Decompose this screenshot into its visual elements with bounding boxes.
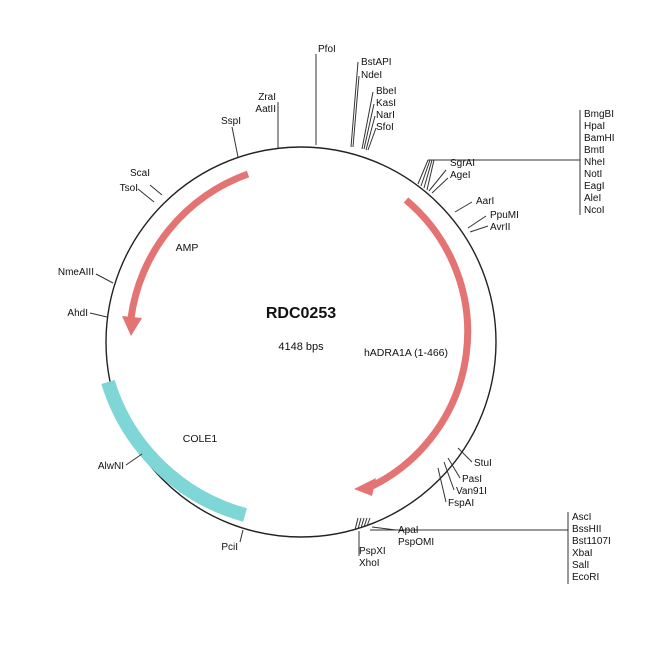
site-van91i[interactable]: Van91I	[456, 486, 487, 497]
feature-hadra1a-arrow[interactable]	[366, 197, 472, 492]
site-bmgbi[interactable]: BmgBI	[584, 109, 614, 120]
site-tick-group-bottom-4	[363, 517, 368, 528]
site-tick-fspai	[437, 467, 447, 503]
site-tick-agei	[431, 177, 449, 194]
site-tick-group-top-3	[423, 159, 433, 189]
site-bstapi[interactable]: BstAPI	[361, 57, 392, 68]
site-scai[interactable]: ScaI	[130, 168, 150, 179]
site-apai[interactable]: ApaI	[398, 525, 419, 536]
feature-cole1-block[interactable]	[101, 379, 247, 522]
site-bamhi[interactable]: BamHI	[584, 133, 615, 144]
site-tick-apai	[371, 526, 397, 531]
feature-amp-arrow[interactable]	[127, 170, 250, 319]
feature-hadra1a-arrowhead	[354, 478, 376, 496]
site-alei[interactable]: AleI	[584, 193, 601, 204]
site-tick-nari	[365, 115, 376, 151]
site-tick-tsoi	[137, 188, 155, 203]
site-tick-van91i	[443, 461, 455, 491]
plasmid-backbone	[105, 146, 497, 538]
site-bbei[interactable]: BbeI	[376, 86, 397, 97]
site-stui[interactable]: StuI	[474, 458, 492, 469]
site-tick-group-bottom-5	[366, 517, 371, 527]
site-hpai[interactable]: HpaI	[584, 121, 605, 132]
feature-label-cole1: COLE1	[183, 433, 218, 445]
site-pcii[interactable]: PciI	[221, 542, 238, 553]
site-tick-sgrai	[428, 169, 447, 192]
site-tick-pasi	[447, 457, 461, 479]
site-tick-ppumi	[467, 215, 487, 229]
site-kasi[interactable]: KasI	[376, 98, 396, 109]
site-xhoi[interactable]: XhoI	[359, 558, 380, 569]
site-tick-group-top-1	[417, 159, 429, 185]
site-tick-ahdi	[89, 312, 108, 318]
site-eagi[interactable]: EagI	[584, 181, 605, 192]
site-tick-scai	[149, 184, 163, 196]
site-sgrai[interactable]: SgrAI	[450, 158, 475, 169]
site-tick-group-bottom-1	[354, 517, 359, 531]
site-fspai[interactable]: FspAI	[448, 498, 474, 509]
site-tick-sspi	[231, 126, 239, 158]
site-noti[interactable]: NotI	[584, 169, 602, 180]
site-tick-bbei	[361, 91, 374, 150]
site-tick-bstapi	[350, 61, 359, 148]
site-nari[interactable]: NarI	[376, 110, 395, 121]
feature-label-amp: AMP	[176, 242, 199, 254]
site-aatii[interactable]: AatII	[255, 104, 276, 115]
site-tick-ndei	[352, 75, 360, 148]
site-bst1107i[interactable]: Bst1107I	[572, 536, 611, 547]
site-tick-stui	[457, 447, 473, 463]
site-pfoi[interactable]: PfoI	[318, 44, 336, 55]
map-name: RDC0253	[266, 305, 336, 322]
site-asci[interactable]: AscI	[572, 512, 591, 523]
site-bmti[interactable]: BmtI	[584, 145, 605, 156]
site-sfoi[interactable]: SfoI	[376, 122, 394, 133]
site-tick-alwni	[125, 453, 143, 466]
map-size: 4148 bps	[278, 341, 324, 353]
site-pspomi[interactable]: PspOMI	[398, 537, 434, 548]
site-tick-kasi	[363, 103, 375, 150]
feature-amp-arrowhead	[122, 316, 142, 336]
site-agei[interactable]: AgeI	[450, 170, 471, 181]
site-bsshii[interactable]: BssHII	[572, 524, 601, 535]
feature-label-hadra1a: hADRA1A (1-466)	[364, 347, 448, 359]
site-zrai[interactable]: ZraI	[258, 92, 276, 103]
site-nmeaiii[interactable]: NmeAIII	[58, 267, 94, 278]
site-aari[interactable]: AarI	[476, 196, 494, 207]
site-ppumi[interactable]: PpuMI	[490, 210, 519, 221]
site-ahdi[interactable]: AhdI	[67, 308, 88, 319]
site-tick-sfoi	[367, 127, 377, 151]
site-nhei[interactable]: NheI	[584, 157, 605, 168]
site-ncoi[interactable]: NcoI	[584, 205, 605, 216]
site-tick-pcii	[239, 529, 244, 543]
site-xbai[interactable]: XbaI	[572, 548, 593, 559]
site-alwni[interactable]: AlwNI	[98, 461, 124, 472]
site-tick-group-top-4	[426, 159, 435, 191]
site-sspi[interactable]: SspI	[221, 116, 241, 127]
site-ecori[interactable]: EcoRI	[572, 572, 599, 583]
site-tsoi[interactable]: TsoI	[120, 183, 138, 194]
site-tick-nmeaiii	[95, 273, 114, 284]
site-pasi[interactable]: PasI	[462, 474, 482, 485]
site-tick-group-bottom-2	[357, 517, 362, 530]
site-tick-group-top-2	[420, 159, 431, 187]
site-tick-aari	[454, 201, 473, 213]
site-tick-group-bottom-3	[360, 517, 365, 529]
site-pspxi[interactable]: PspXI	[359, 546, 386, 557]
site-ndei[interactable]: NdeI	[361, 70, 382, 81]
site-sali[interactable]: SalI	[572, 560, 589, 571]
site-avrii[interactable]: AvrII	[490, 222, 510, 233]
site-tick-avrii	[469, 225, 489, 233]
